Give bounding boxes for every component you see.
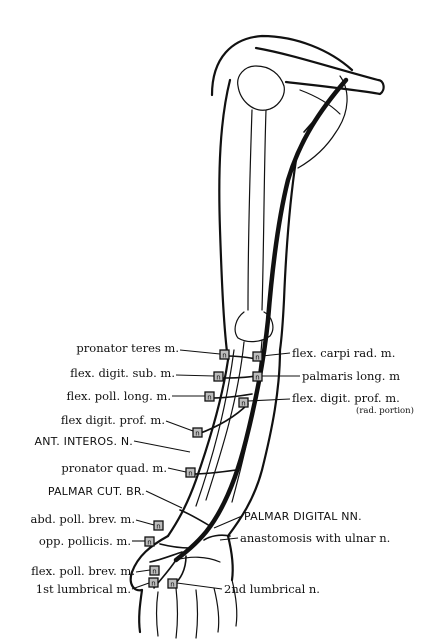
marker-glyph: n (156, 523, 160, 531)
label-anastomosis: anastomosis with ulnar n. (240, 531, 390, 545)
marker-glyph: n (195, 430, 199, 438)
marker-glyph: n (147, 539, 151, 547)
marker-glyph: n (170, 581, 174, 589)
label-flex-digit-sub: flex. digit. sub. m. (70, 366, 175, 380)
label-palmar-cut: PALMAR CUT. BR. (48, 485, 145, 498)
arm-outline (212, 36, 384, 360)
marker-glyph: n (255, 354, 259, 362)
marker-glyph: n (207, 394, 211, 402)
label-pronator-teres: pronator teres m. (76, 341, 179, 355)
marker-glyph: n (151, 580, 155, 588)
label-flex-digit-prof-rad: flex. digit. prof. m. (292, 391, 400, 405)
marker-glyph: n (188, 470, 192, 478)
label-flex-poll-long: flex. poll. long. m. (67, 389, 171, 403)
label-opp-pollicis: opp. pollicis. m. (39, 534, 131, 548)
marker-glyph: n (216, 374, 220, 382)
marker-glyph: n (241, 400, 245, 408)
label-pronator-quad: pronator quad. m. (61, 461, 167, 475)
marker-glyph: n (152, 568, 156, 576)
label-flex-digit-prof: flex digit. prof. m. (61, 413, 165, 427)
label-rad-portion: (rad. portion) (356, 405, 414, 416)
label-ant-interos: ANT. INTEROS. N. (34, 435, 133, 448)
label-1st-lumbrical: 1st lumbrical m. (36, 582, 131, 596)
label-flex-carpi-rad: flex. carpi rad. m. (292, 346, 395, 360)
marker-glyph: n (255, 374, 259, 382)
label-flex-poll-brev: flex. poll. brev. m. (31, 564, 135, 578)
label-palmar-digital: PALMAR DIGITAL NN. (244, 510, 362, 523)
label-abd-poll-brev: abd. poll. brev. m. (30, 512, 135, 526)
label-2nd-lumbrical: 2nd lumbrical n. (224, 582, 320, 596)
marker-glyph: n (222, 352, 226, 360)
label-palmaris-long: palmaris long. m (302, 369, 400, 383)
